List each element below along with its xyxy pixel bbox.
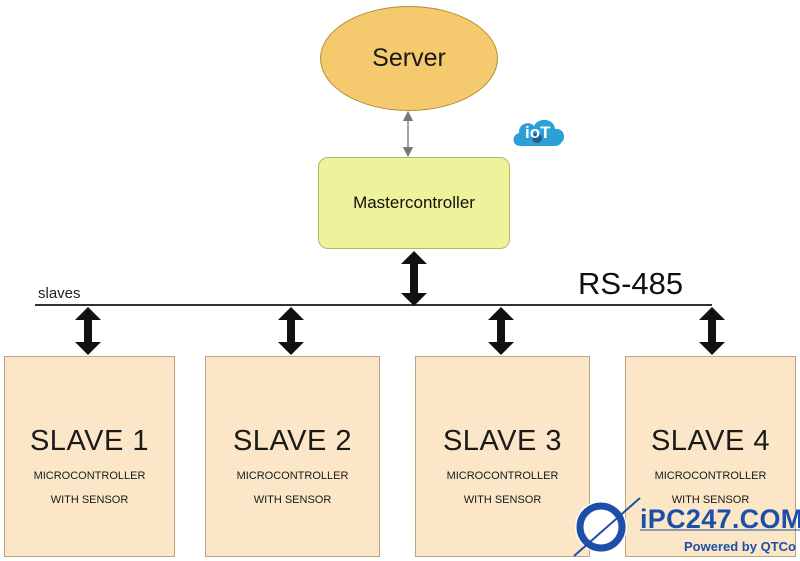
rs485-label: RS-485 xyxy=(578,266,684,301)
slave-description-line-1: MICROCONTROLLER xyxy=(654,470,767,482)
slave-3-arrow xyxy=(488,307,514,355)
slave-description-line-1: MICROCONTROLLER xyxy=(446,470,559,482)
master-bus-arrow xyxy=(401,251,427,306)
slave-title: SLAVE 1 xyxy=(29,425,150,457)
slave-description-line-2: WITH SENSOR xyxy=(253,494,332,506)
slave-2-arrow xyxy=(278,307,304,355)
slave-title: SLAVE 2 xyxy=(232,425,353,457)
slave-4-arrow xyxy=(699,307,725,355)
slave-node-4: SLAVE 4 MICROCONTROLLER WITH SENSOR xyxy=(625,356,796,557)
slave-title: SLAVE 3 xyxy=(442,425,563,457)
slave-description-line-2: WITH SENSOR xyxy=(463,494,542,506)
q-logo-icon xyxy=(573,497,800,557)
server-label: Server xyxy=(372,44,446,72)
slaves-label: slaves xyxy=(38,285,81,302)
cloud-iot-icon: ioT xyxy=(510,116,568,150)
slave-node-1: SLAVE 1 MICROCONTROLLER WITH SENSOR xyxy=(4,356,175,557)
slave-node-2: SLAVE 2 MICROCONTROLLER WITH SENSOR xyxy=(205,356,380,557)
iot-badge-text: ioT xyxy=(525,123,551,142)
watermark-tagline: Powered by QTCo xyxy=(684,539,796,554)
mastercontroller-label: Mastercontroller xyxy=(353,193,475,212)
watermark-logo: iPC247.COM Powered by QTCo xyxy=(568,494,800,561)
slave-description-line-1: MICROCONTROLLER xyxy=(236,470,349,482)
watermark-brand-text: iPC247.COM xyxy=(640,504,800,534)
slave-title: SLAVE 4 xyxy=(650,425,771,457)
slave-node-3: SLAVE 3 MICROCONTROLLER WITH SENSOR xyxy=(415,356,590,557)
mastercontroller-node: Mastercontroller xyxy=(318,157,510,249)
slave-description-line-2: WITH SENSOR xyxy=(671,494,750,506)
slave-description-line-2: WITH SENSOR xyxy=(50,494,129,506)
slave-description-line-1: MICROCONTROLLER xyxy=(33,470,146,482)
server-node: Server xyxy=(320,6,498,111)
slave-1-arrow xyxy=(75,307,101,355)
